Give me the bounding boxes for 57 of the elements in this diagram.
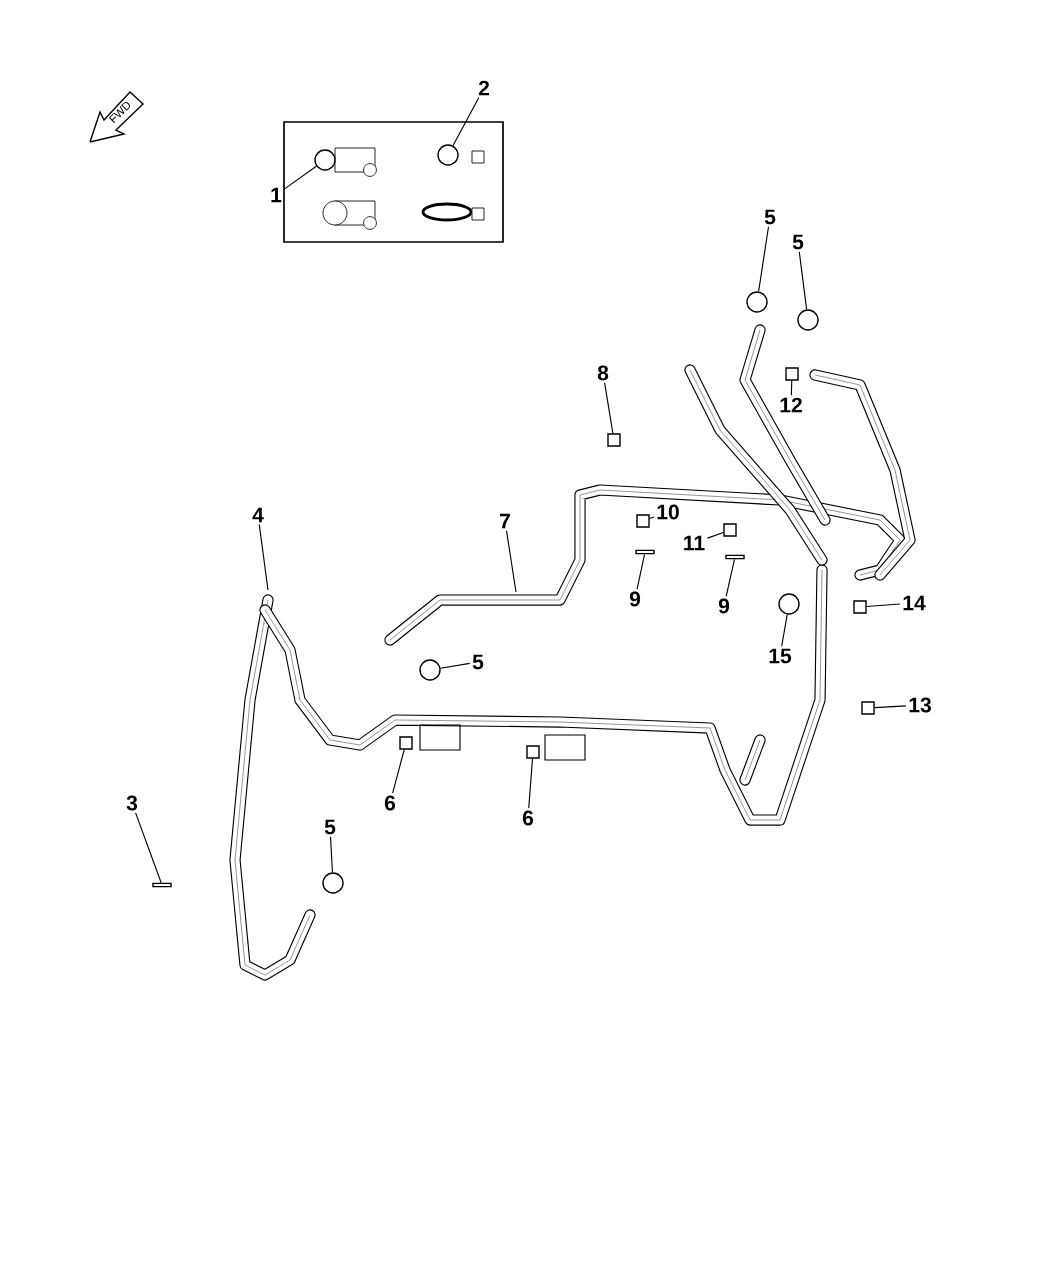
leader-line	[707, 531, 724, 539]
leader-line	[440, 662, 471, 669]
leader-line	[649, 516, 655, 520]
leader-line	[798, 251, 808, 310]
callout-number: 12	[780, 397, 802, 413]
leader-line	[135, 812, 162, 884]
fastener-drawing	[723, 523, 737, 537]
callout-number: 10	[657, 504, 679, 520]
callout-number: 4	[252, 507, 264, 523]
pin-drawing	[152, 882, 172, 888]
callout-number: 1	[271, 187, 282, 203]
leader-line	[636, 553, 646, 590]
clamp-drawing	[437, 144, 459, 166]
fastener-drawing	[636, 514, 650, 528]
clamp-drawing	[778, 593, 800, 615]
callout-number: 11	[684, 535, 705, 551]
callout-number: 13	[909, 697, 931, 713]
callout-number: 9	[718, 598, 730, 614]
leader-line	[452, 97, 480, 147]
clamp-drawing	[419, 659, 441, 681]
leader-line	[604, 382, 614, 434]
leader-line	[781, 614, 788, 647]
callout-number: 5	[324, 819, 336, 835]
leader-line	[329, 836, 333, 873]
callout-number: 2	[478, 80, 489, 96]
leader-line	[505, 530, 517, 593]
fastener-drawing	[526, 745, 540, 759]
callout-number: 14	[903, 595, 926, 611]
clamp-drawing	[746, 291, 768, 313]
callout-number: 8	[597, 365, 609, 381]
leader-line	[528, 758, 534, 809]
fastener-drawing	[399, 736, 413, 750]
pin-drawing	[635, 549, 655, 555]
pin-drawing	[725, 554, 745, 560]
clamp-drawing	[322, 872, 344, 894]
leader-line	[866, 603, 901, 608]
leader-line	[725, 558, 736, 597]
callout-number: 6	[384, 795, 396, 811]
callout-number: 15	[769, 648, 792, 664]
callout-number: 6	[522, 810, 534, 826]
clamp-drawing	[797, 309, 819, 331]
fastener-drawing	[853, 600, 867, 614]
leader-line	[874, 705, 907, 709]
callout-number: 5	[792, 234, 804, 250]
fastener-drawing	[607, 433, 621, 447]
callout-number: 5	[764, 209, 776, 225]
leader-line	[258, 524, 269, 591]
fastener-drawing	[785, 367, 799, 381]
callout-number: 7	[500, 513, 510, 529]
leader-line	[758, 226, 770, 292]
callout-number: 3	[126, 795, 138, 811]
leader-line	[790, 380, 793, 396]
clamp-drawing	[314, 149, 336, 171]
callout-number: 9	[629, 591, 641, 607]
callout-number: 5	[472, 654, 484, 670]
leader-line	[283, 165, 317, 190]
fastener-drawing	[861, 701, 875, 715]
